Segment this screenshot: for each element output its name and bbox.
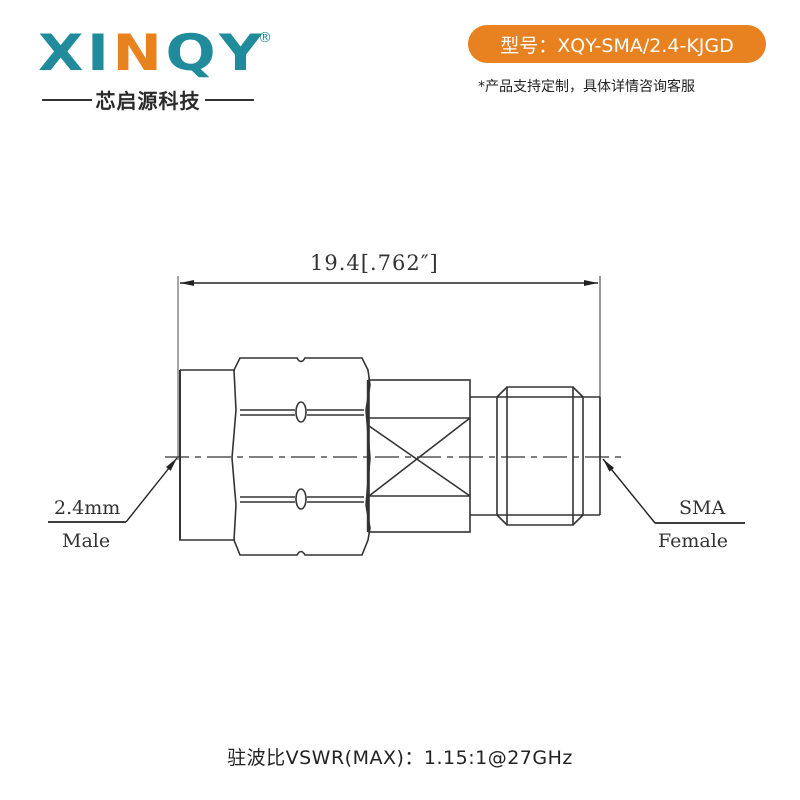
company-name: 芯启源科技 — [95, 89, 201, 113]
right-callout-gender: Female — [658, 530, 729, 552]
customization-note: *产品支持定制，具体详情咨询客服 — [478, 79, 695, 95]
divider — [42, 98, 92, 101]
left-callout-size: 2.4mm — [54, 497, 121, 519]
vswr-spec: 驻波比VSWR(MAX)：1.15:1@27GHz — [227, 747, 573, 769]
overall-length-dimension: 19.4[.762″] — [310, 251, 439, 275]
left-callout-gender: Male — [62, 530, 111, 552]
brand-logo: XINQY ® 芯启源科技 — [38, 24, 278, 113]
logo-subtitle: 芯启源科技 — [38, 85, 258, 114]
model-number-badge: 型号：XQY-SMA/2.4-KJGD — [468, 25, 766, 63]
registered-mark: ® — [258, 30, 272, 46]
right-callout-type: SMA — [679, 497, 726, 519]
logo-wordmark: XINQY — [38, 24, 266, 82]
divider — [204, 98, 254, 101]
logo-accent-letter: N — [112, 24, 166, 82]
